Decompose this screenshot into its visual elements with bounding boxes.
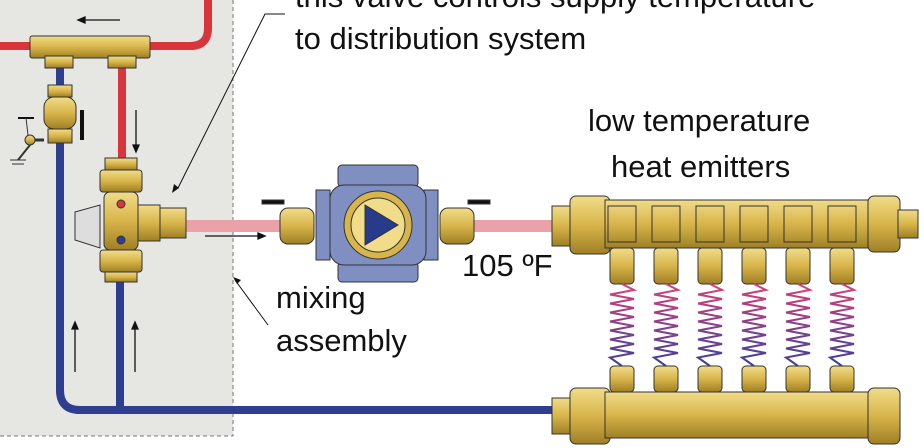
emitter-loop <box>783 205 814 393</box>
flow-arrows <box>71 16 267 372</box>
emitter-loops <box>607 205 858 393</box>
emitter-loop <box>739 205 770 393</box>
mixing-valve <box>74 157 187 283</box>
emitter-loop <box>827 205 858 393</box>
mixing-label-line1: mixing <box>276 280 366 315</box>
valve-note-line2: to distribution system <box>295 21 587 56</box>
temperature-label: 105 ºF <box>462 248 553 283</box>
return-manifold <box>551 387 901 445</box>
circulator-pump <box>261 164 491 283</box>
return-pipe <box>56 62 560 414</box>
mixing-label-line2: assembly <box>276 323 407 358</box>
emitter-loop <box>651 205 682 393</box>
purge-valve <box>10 84 84 165</box>
tee-fitting <box>29 35 151 69</box>
emitters-label-line2: heat emitters <box>611 149 791 184</box>
supply-manifold <box>551 195 919 255</box>
emitter-loop <box>607 205 638 393</box>
emitters-label-line1: low temperature <box>588 103 811 138</box>
valve-note-line1: this valve controls supply temperature <box>295 0 815 15</box>
emitter-loop <box>695 205 726 393</box>
